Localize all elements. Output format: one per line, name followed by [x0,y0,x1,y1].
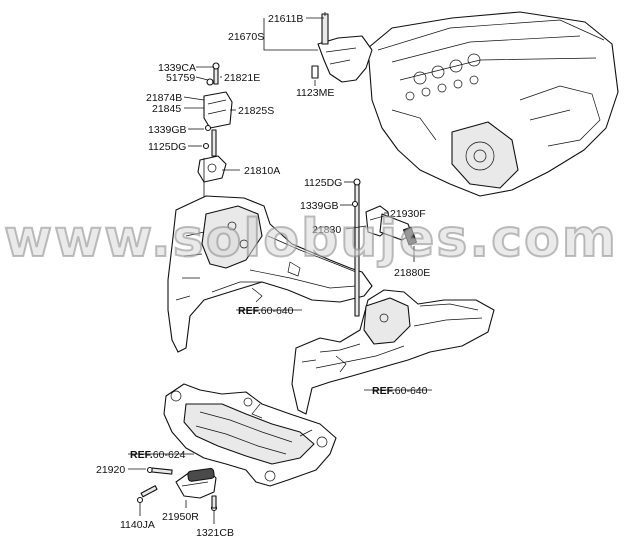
part-labels: 21611B 21670S 1123ME 1339CA 51759 21821E… [96,13,430,539]
label-1321CB: 1321CB [196,527,234,539]
left-mount-stack [197,62,233,252]
label-21845: 21845 [152,103,181,115]
label-21880E: 21880E [394,267,430,279]
leader-lines [128,17,432,524]
watermark-text: www.solobujes.com [4,209,618,269]
label-21920: 21920 [96,464,125,476]
label-1140JA: 1140JA [120,519,155,531]
label-21810A: 21810A [244,165,280,177]
label-21950R: 21950R [162,511,199,523]
label-1339CA: 1339CA [158,62,196,74]
label-21670S: 21670S [228,31,264,43]
roll-stopper-21950R [136,466,218,512]
label-1125DG-right: 1125DG [304,177,342,189]
label-21830: 21830 [312,224,341,236]
label-21821E: 21821E [224,72,260,84]
sub-frame [163,383,337,487]
ref-label-side-member-right: REF.60-640 [372,385,428,397]
label-51759: 51759 [166,72,195,84]
right-side-member [291,289,495,415]
label-21874B: 21874B [146,92,182,104]
label-1125DG-left: 1125DG [148,141,186,153]
label-1123ME: 1123ME [296,87,334,99]
engine-block-drawing [367,11,619,197]
label-21611B: 21611B [268,13,303,25]
ref-label-sub-frame: REF.60-624 [130,449,186,461]
label-1339GB-left: 1339GB [148,124,187,136]
right-mount [351,178,418,317]
label-1339GB-right: 1339GB [300,200,339,212]
label-21825S: 21825S [238,105,274,117]
engine-bracket-21670S [311,12,373,83]
left-side-member [167,195,373,353]
label-21930F: 21930F [390,208,426,220]
ref-label-side-member-left: REF.60-640 [238,305,294,317]
